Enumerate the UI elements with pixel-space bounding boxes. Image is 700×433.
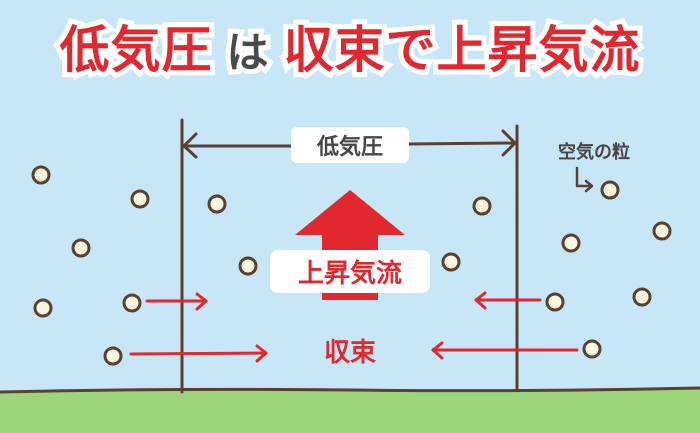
air-particle xyxy=(122,293,142,313)
air-particle xyxy=(31,165,51,185)
particle-label: 空気の粒 xyxy=(558,142,630,163)
left-arrow-icon xyxy=(431,291,579,360)
width-dimension-arrow xyxy=(181,129,518,159)
bent-arrow-icon xyxy=(575,166,594,193)
updraft-label: 上昇気流 xyxy=(270,250,430,293)
ground xyxy=(0,388,700,433)
air-particle xyxy=(103,346,123,366)
air-particle xyxy=(130,189,150,209)
right-arrow-icon xyxy=(129,292,268,363)
air-particle xyxy=(561,233,581,253)
title-part-2: は xyxy=(221,23,273,82)
air-particle xyxy=(600,180,620,200)
title-part-3: 収束で上昇気流 xyxy=(279,16,645,84)
convergence-label: 収束 xyxy=(323,338,376,368)
air-particle xyxy=(652,221,672,241)
ground-line xyxy=(0,386,700,394)
air-particle xyxy=(441,252,461,272)
air-particle xyxy=(545,292,565,312)
air-particle xyxy=(632,287,652,307)
air-particle xyxy=(207,194,227,214)
air-particle xyxy=(71,238,91,258)
air-particle xyxy=(472,196,492,216)
title-part-1: 低気圧 xyxy=(54,16,216,84)
air-particle xyxy=(33,298,53,318)
air-particle xyxy=(238,256,258,276)
width-label: 低気圧 xyxy=(291,127,409,163)
air-particle xyxy=(582,339,602,359)
page-title: 低気圧は収束で上昇気流 xyxy=(0,16,700,85)
